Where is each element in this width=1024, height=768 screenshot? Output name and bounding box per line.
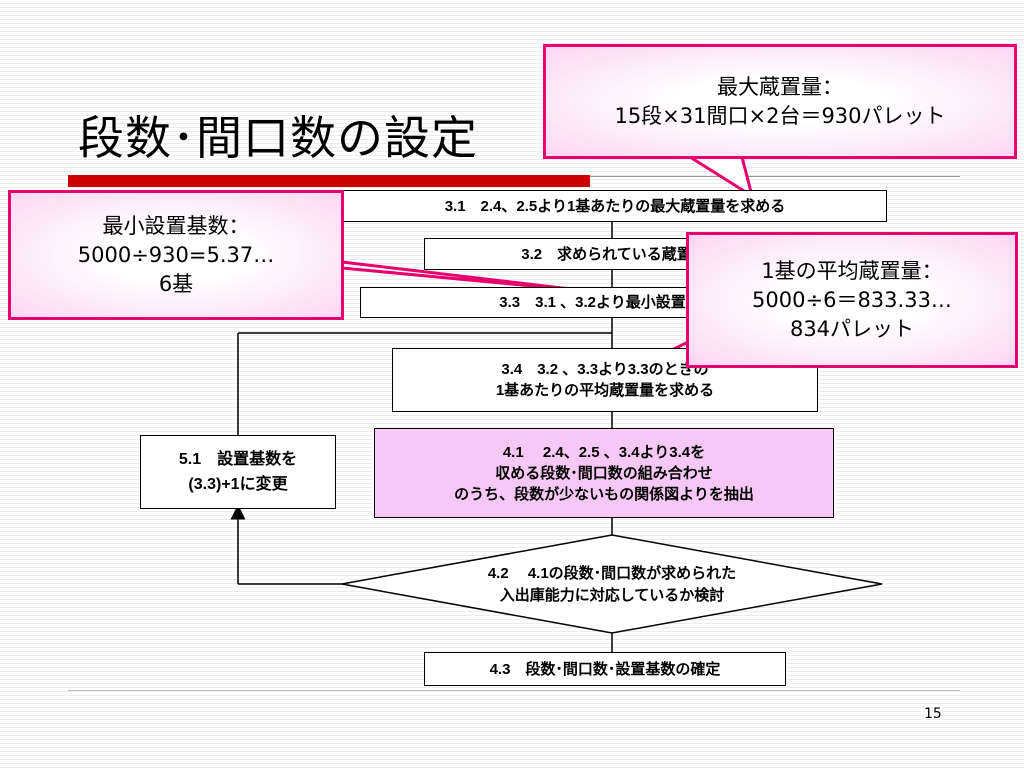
step-4-1-line-1: 4.1 2.4、2.5 、3.4より3.4を [502, 443, 706, 461]
step-4-1-box: 4.1 2.4、2.5 、3.4より3.4を 収める段数･間口数の組み合わせ の… [374, 428, 834, 518]
step-3-1-box: 3.1 2.4、2.5より1基あたりの最大蔵置量を求める [343, 190, 887, 222]
callout-max-storage-formula: 15段×31間口×2台＝930パレット [614, 103, 946, 128]
callout-avg-storage-label: 1基の平均蔵置量： [761, 258, 943, 283]
callout-min-units: 最小設置基数： 5000÷930=5.37… 6基 [8, 190, 344, 320]
callout-min-units-formula: 5000÷930=5.37… [77, 242, 275, 267]
title-underline-bar [68, 175, 590, 187]
step-3-1-text: 3.1 2.4、2.5より1基あたりの最大蔵置量を求める [444, 197, 786, 215]
step-3-4-line-2: 1基あたりの平均蔵置量を求める [495, 382, 715, 399]
step-5-1-line-1: 5.1 設置基数を [178, 451, 298, 468]
step-3-3-text: 3.3 3.1 、3.2より最小設置基 [499, 294, 701, 311]
callout-max-storage: 最大蔵置量： 15段×31間口×2台＝930パレット [543, 44, 1017, 159]
footer-rule [68, 690, 960, 691]
step-4-2-decision: 4.2 4.1の段数･間口数が求められた 入出庫能力に対応しているか検討 [392, 560, 832, 610]
callout-avg-storage-formula: 5000÷6＝833.33… [752, 287, 952, 312]
callout-avg-storage: 1基の平均蔵置量： 5000÷6＝833.33… 834パレット [686, 232, 1018, 368]
title-rule [590, 176, 960, 177]
step-4-1-line-3: のうち、段数が少ないもの関係図よりを抽出 [454, 485, 754, 503]
step-4-1-line-2: 収める段数･間口数の組み合わせ [495, 464, 713, 482]
step-5-1-line-2: (3.3)+1に変更 [188, 476, 288, 493]
step-4-2-line-2: 入出庫能力に対応しているか検討 [499, 587, 725, 604]
callout-max-storage-label: 最大蔵置量： [717, 74, 843, 99]
step-3-2-text: 3.2 求められている蔵置量 [521, 245, 707, 263]
callout-min-units-label: 最小設置基数： [102, 213, 250, 238]
page-number: 15 [924, 706, 942, 722]
step-5-1-box: 5.1 設置基数を (3.3)+1に変更 [140, 435, 336, 509]
slide-title: 段数･間口数の設定 [78, 111, 478, 165]
callout-avg-storage-result: 834パレット [789, 316, 915, 341]
step-4-2-line-1: 4.2 4.1の段数･間口数が求められた [487, 565, 737, 582]
step-4-3-text: 4.3 段数･間口数･設置基数の確定 [489, 660, 721, 678]
decision-diamond [341, 534, 883, 634]
callout-min-units-result: 6基 [158, 271, 194, 296]
step-4-3-box: 4.3 段数･間口数･設置基数の確定 [424, 652, 786, 686]
step-3-4-line-1: 3.4 3.2 、3.3より3.3のときの [501, 361, 709, 378]
